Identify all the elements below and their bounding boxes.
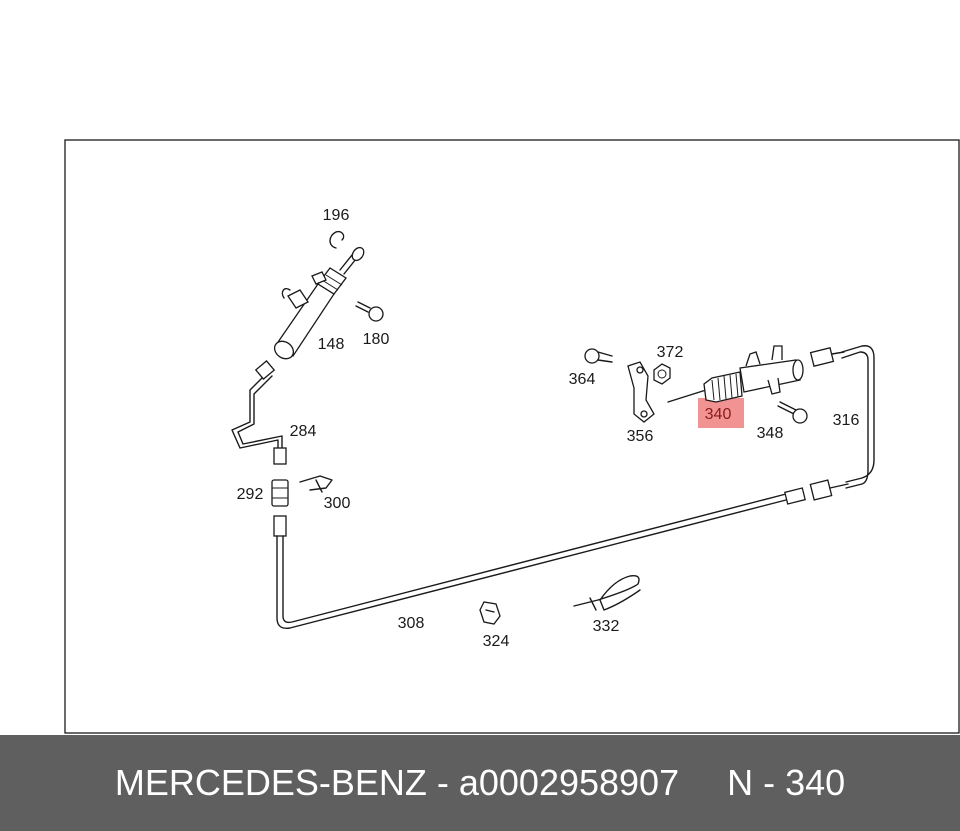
footer-ref: N - 340 [727,762,846,803]
label-332: 332 [593,618,620,635]
label-148: 148 [318,336,345,353]
part-308-pipe [276,493,787,629]
part-300-clip [299,475,333,493]
label-364: 364 [569,371,596,388]
part-324-clip [479,601,501,625]
part-340-slave-cylinder [667,345,804,403]
part-348-bolt [777,401,808,424]
label-300: 300 [324,495,351,512]
part-196-clip [329,230,345,249]
label-308: 308 [398,615,425,632]
label-348: 348 [757,425,784,442]
label-284: 284 [290,423,317,440]
master-cylinder [273,246,365,360]
label-196: 196 [323,207,350,224]
part-332-cable-tie [573,574,641,611]
footer-brand: MERCEDES-BENZ [114,762,427,803]
part-356-lever [627,361,655,423]
label-324: 324 [483,633,510,650]
parts-diagram: 196 148 180 284 292 300 308 324 332 364 … [64,139,960,734]
footer-separator: - [426,762,459,803]
part-372-nut [653,363,671,385]
pipe-fittings-lower [784,479,849,505]
label-372: 372 [657,344,684,361]
highlight-box [698,398,744,428]
part-292-union [271,479,289,537]
label-356: 356 [627,428,654,445]
label-180: 180 [363,331,390,348]
footer-bar: MERCEDES-BENZ - a0002958907 N - 340 [0,735,960,831]
part-316-pipe [809,345,875,489]
part-284-pipe [231,359,287,465]
diagram-frame [64,139,960,734]
label-340[interactable]: 340 [705,406,732,423]
footer-part-number: a0002958907 [458,762,680,803]
label-316: 316 [833,412,860,429]
part-180-bolt [355,301,384,322]
part-364-bolt [584,348,613,364]
label-292: 292 [237,486,264,503]
